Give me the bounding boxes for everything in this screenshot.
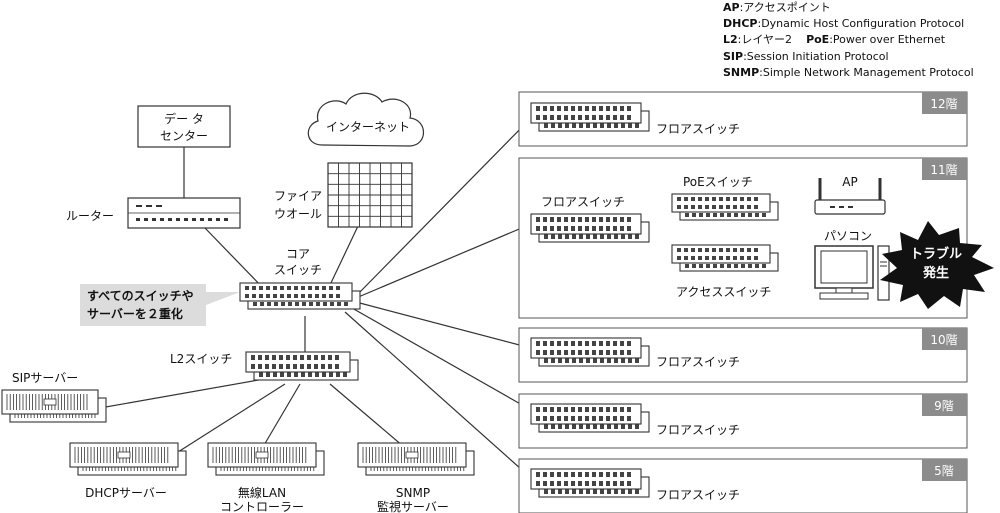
firewall-label-line2: ウオール xyxy=(274,207,322,221)
link-l2-snmp xyxy=(329,383,411,453)
floor-label: 5階 xyxy=(934,463,954,478)
trouble-burst-icon xyxy=(880,221,994,309)
link-l2-wlan xyxy=(259,383,301,453)
callout-text-line2: サーバーを２重化 xyxy=(87,306,183,321)
trouble-text-line1: トラブル xyxy=(910,246,962,262)
link-core-12f xyxy=(355,117,532,297)
pc-label: パソコン xyxy=(824,229,872,243)
link-core-9f xyxy=(351,307,532,411)
floor-label: 12階 xyxy=(930,96,957,111)
core-switch-label-line2: スイッチ xyxy=(274,263,322,277)
wlan-controller-icon xyxy=(207,442,325,476)
datacenter-box xyxy=(137,105,231,148)
snmp-server-label-line1: SNMP xyxy=(396,486,430,500)
datacenter-label-line1: デー タ xyxy=(164,111,204,126)
floor-5-switch-label: フロアスイッチ xyxy=(656,488,740,502)
floor-10-switch-icon xyxy=(530,337,650,367)
l2-switch-label: L2スイッチ xyxy=(170,352,232,366)
legend-row-snmp: SNMP:Simple Network Management Protocol xyxy=(723,65,974,79)
floor-label: 10階 xyxy=(930,332,957,347)
floor-5-switch-icon xyxy=(530,468,650,498)
core-switch-label-line1: コア xyxy=(286,247,310,261)
callout-text-line1: すべてのスイッチや xyxy=(87,289,194,303)
link-l2-dhcp xyxy=(177,383,286,453)
link-router-core xyxy=(204,227,266,291)
floor-tag xyxy=(922,394,967,416)
datacenter-label-line2: センター xyxy=(160,129,208,143)
floor-label: 11階 xyxy=(930,162,957,177)
poe-switch-icon xyxy=(671,193,779,221)
floor-12-switch-icon xyxy=(530,102,650,132)
pc-icon xyxy=(814,245,890,301)
core-switch-icon xyxy=(239,282,361,310)
firewall-label-line1: ファイア xyxy=(274,189,322,203)
floor-tag xyxy=(922,459,967,481)
legend-row-dhcp: DHCP:Dynamic Host Configuration Protocol xyxy=(723,17,965,31)
dhcp-server-icon xyxy=(69,442,187,476)
snmp-server-icon xyxy=(357,442,475,476)
cloud-icon xyxy=(307,92,425,147)
callout-pointer xyxy=(206,292,240,305)
access-point-icon xyxy=(814,178,886,215)
link-l2-sip xyxy=(99,377,271,409)
firewall-icon xyxy=(327,162,413,228)
link-core-10f xyxy=(355,301,532,349)
access-switch-icon xyxy=(671,244,779,272)
sip-server-icon xyxy=(1,389,107,423)
wlan-controller-label-line2: コントローラー xyxy=(220,500,304,513)
floor-11-switch-icon xyxy=(530,213,650,243)
dhcp-server-label: DHCPサーバー xyxy=(85,486,167,500)
legend-row-l2-poe: L2:レイヤー2 PoE:Power over Ethernet xyxy=(723,33,946,47)
wlan-controller-label-line1: 無線LAN xyxy=(238,485,286,500)
internet-label: インターネット xyxy=(326,120,410,134)
legend-row-sip: SIP:Session Initiation Protocol xyxy=(723,49,889,63)
floor-tag xyxy=(922,328,967,350)
poe-switch-label: PoEスイッチ xyxy=(683,175,753,189)
trouble-text-line2: 発生 xyxy=(922,265,949,281)
l2-switch-icon xyxy=(245,351,359,381)
floor-9-switch-icon xyxy=(530,403,650,433)
floor-12-switch-label: フロアスイッチ xyxy=(656,122,740,136)
floor-label: 9階 xyxy=(934,398,954,413)
floor-11-switch-label: フロアスイッチ xyxy=(541,195,625,209)
ap-label: AP xyxy=(842,175,857,189)
router-icon xyxy=(127,197,241,229)
floor-10-switch-label: フロアスイッチ xyxy=(656,355,740,369)
floor-9-switch-label: フロアスイッチ xyxy=(656,423,740,437)
callout-box xyxy=(80,284,206,326)
snmp-server-label-line2: 監視サーバー xyxy=(377,499,449,513)
link-core-11f xyxy=(355,223,532,299)
router-label: ルーター xyxy=(66,209,114,223)
legend: AP:アクセスポイント DHCP:Dynamic Host Configurat… xyxy=(723,0,974,81)
floor-tag xyxy=(922,158,967,180)
sip-server-label: SIPサーバー xyxy=(12,371,78,385)
legend-row-ap: AP:アクセスポイント xyxy=(723,1,831,14)
link-core-5f xyxy=(344,311,532,479)
access-switch-label: アクセススイッチ xyxy=(676,285,771,299)
floor-tag xyxy=(922,92,967,114)
